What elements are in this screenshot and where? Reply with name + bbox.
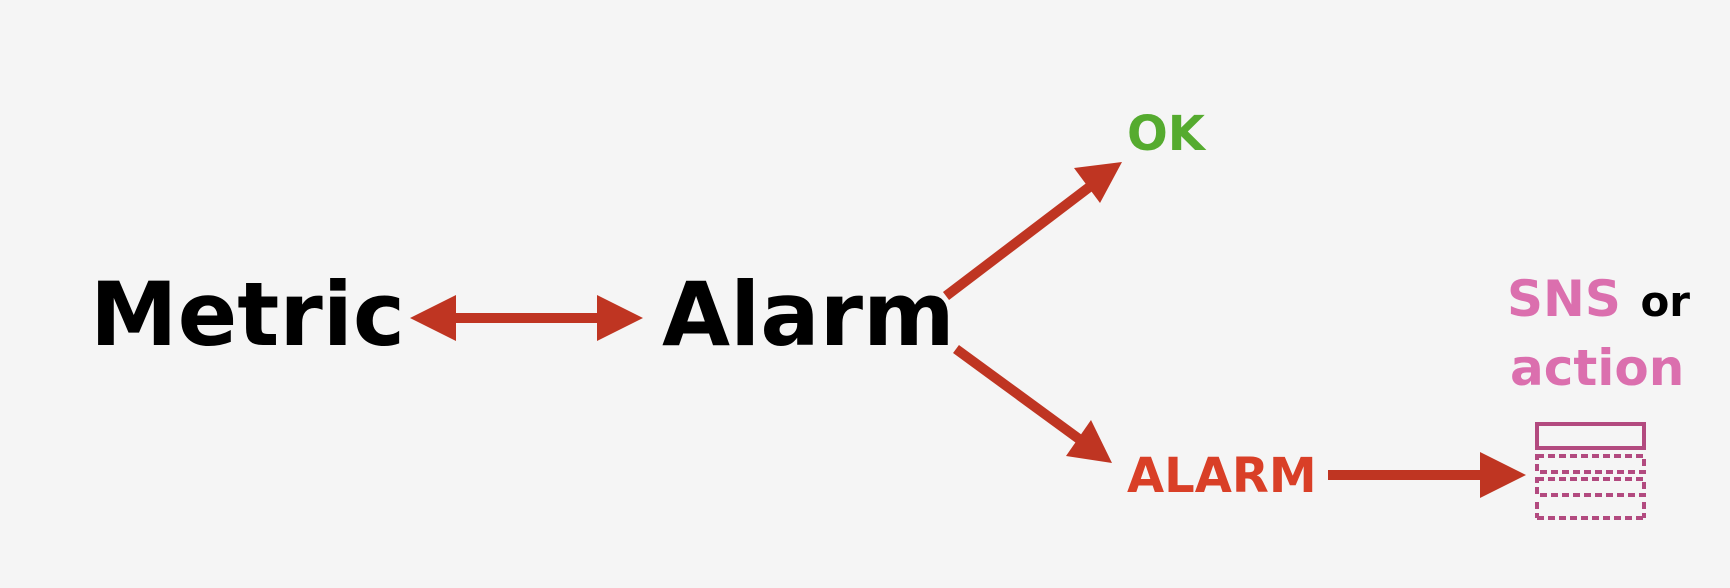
- sns-label: SNS: [1507, 270, 1621, 328]
- alarm-to-alarm-state-arrow: [953, 344, 1112, 463]
- ok-state-label: OK: [1127, 106, 1207, 162]
- action-label: action: [1510, 339, 1684, 397]
- alarm-to-ok-arrow: [942, 162, 1122, 300]
- target-label-line1: SNS or: [1507, 270, 1690, 328]
- alarm-to-action-arrow: [1328, 452, 1526, 498]
- or-label: or: [1640, 277, 1690, 326]
- metric-alarm-double-arrow: [410, 295, 643, 341]
- metric-label: Metric: [90, 263, 405, 366]
- alarm-state-label: ALARM: [1127, 448, 1317, 504]
- queue-icon: [1535, 422, 1646, 520]
- alarm-label: Alarm: [662, 263, 955, 366]
